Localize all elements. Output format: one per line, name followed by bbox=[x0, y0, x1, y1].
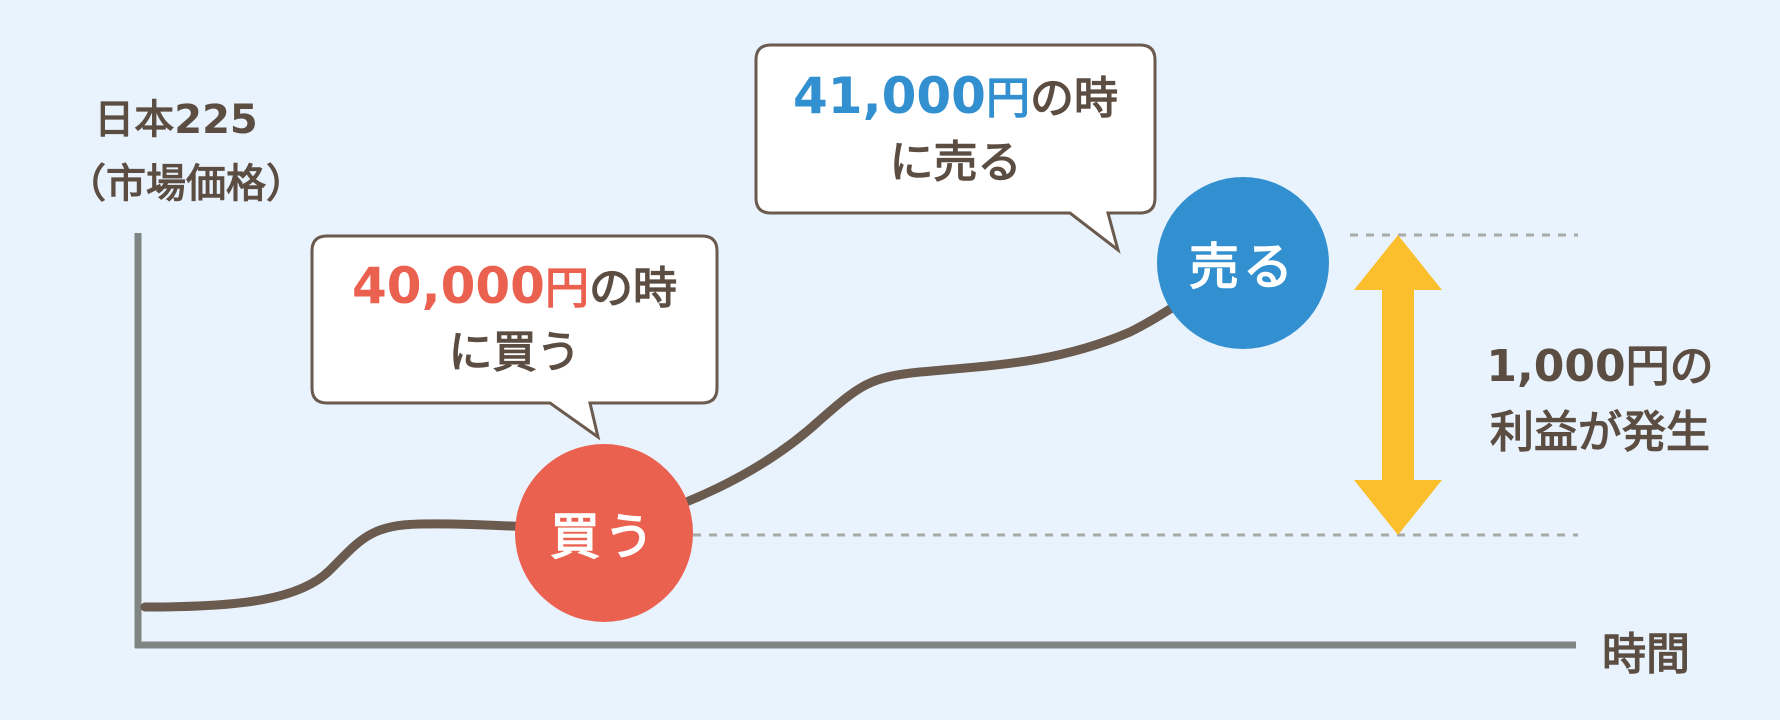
y-axis-label-line2: （市場価格） bbox=[66, 161, 306, 207]
sell-bubble-shape bbox=[754, 43, 1157, 254]
price-curve bbox=[140, 257, 1245, 612]
sell-bubble: 41,000円の時 に売る bbox=[756, 64, 1155, 195]
profit-line1: 1,000円の bbox=[1486, 341, 1714, 392]
x-axis-label: 時間 bbox=[1602, 629, 1690, 680]
buy-price: 40,000 bbox=[352, 257, 545, 315]
sell-bubble-line2: に売る bbox=[889, 137, 1022, 188]
sell-yen: 円 bbox=[985, 73, 1030, 124]
y-axis-label-line1: 日本225 bbox=[94, 97, 258, 143]
buy-suffix: の時 bbox=[588, 263, 677, 314]
buy-bubble: 40,000円の時 に買う bbox=[312, 254, 717, 385]
buy-yen: 円 bbox=[544, 263, 589, 314]
buy-bubble-line2: に買う bbox=[448, 327, 581, 378]
buy-circle: 買う bbox=[515, 444, 693, 622]
buy-bubble-shape bbox=[310, 234, 719, 441]
profit-line2: 利益が発生 bbox=[1490, 407, 1710, 458]
profit-arrow bbox=[1354, 235, 1442, 535]
sell-suffix: の時 bbox=[1029, 73, 1118, 124]
profit-label: 1,000円の 利益が発生 bbox=[1465, 334, 1735, 466]
sell-price: 41,000 bbox=[793, 67, 986, 125]
y-axis-label: 日本225 （市場価格） bbox=[66, 88, 306, 216]
sell-circle: 売る bbox=[1157, 177, 1329, 349]
